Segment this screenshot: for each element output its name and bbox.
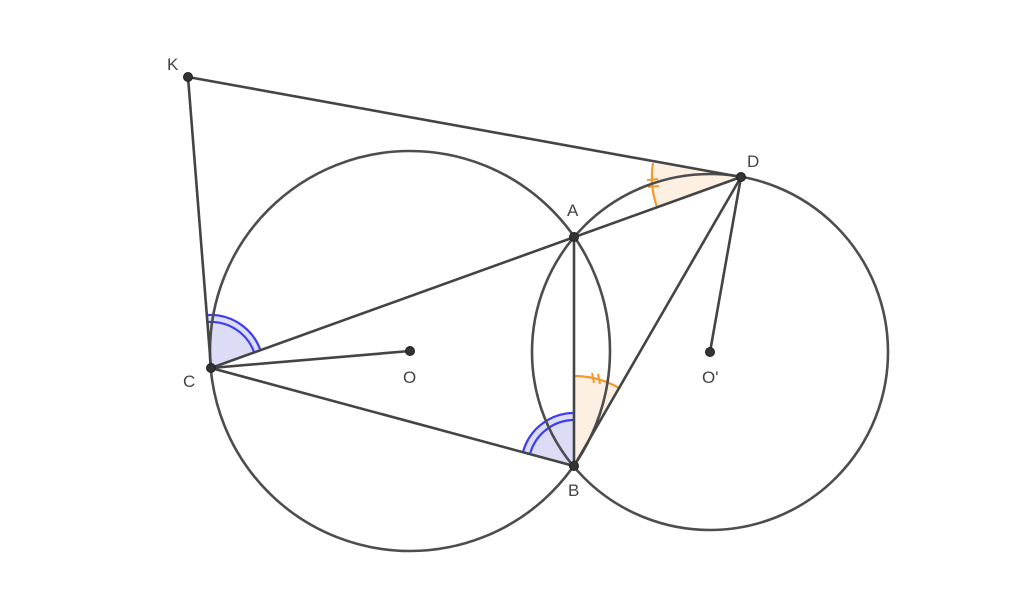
segment-kc — [186, 75, 213, 370]
label-o: O — [403, 368, 416, 387]
point-c — [206, 363, 216, 373]
label-o-prime: O' — [702, 368, 718, 387]
label-b: B — [568, 481, 579, 500]
segment-co — [209, 349, 412, 370]
label-a: A — [567, 201, 579, 220]
angle-marker-c — [207, 313, 262, 368]
label-c: C — [183, 372, 195, 391]
point-d — [736, 172, 746, 182]
angle-marker-b-blue — [521, 411, 575, 466]
segment-kd — [186, 75, 743, 179]
point-b — [569, 461, 579, 471]
circle-o-prime — [530, 172, 890, 532]
segment-do-prime — [708, 175, 743, 354]
segment-cb — [209, 366, 576, 468]
point-a — [569, 232, 579, 242]
label-k: K — [167, 55, 179, 74]
label-d: D — [747, 152, 759, 171]
point-o — [405, 346, 415, 356]
point-k — [183, 72, 193, 82]
segment-bd — [572, 175, 743, 468]
segment-cd — [209, 175, 743, 370]
point-o-prime — [705, 347, 715, 357]
